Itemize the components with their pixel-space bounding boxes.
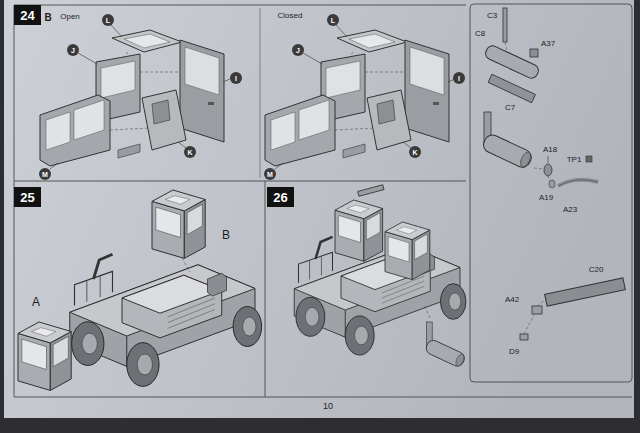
step-number: 25: [14, 187, 41, 207]
callout-letter: J: [296, 46, 300, 55]
subassembly-parts: [548, 156, 549, 163]
step-number: 24: [14, 5, 41, 25]
callout-letter: L: [331, 16, 335, 25]
part-number: C7: [505, 104, 515, 113]
page-ground: [4, 0, 634, 418]
view-label: Open: [60, 13, 80, 22]
view-label: Closed: [278, 12, 303, 21]
step-number-text: 26: [273, 190, 287, 205]
step-24-open: [40, 25, 230, 169]
step-25-illustration: [182, 258, 190, 272]
subassembly-parts: [524, 315, 534, 334]
subassembly-parts: [586, 156, 592, 162]
step-26-illustration: [424, 322, 466, 368]
subassembly-parts: [488, 74, 535, 102]
step-25-illustration: [18, 322, 71, 390]
panel-frames: [260, 8, 261, 178]
step-26-illustration: [294, 237, 466, 355]
part-number: A37: [541, 40, 555, 49]
subassembly-parts: [488, 74, 535, 102]
part-callout: L: [102, 14, 114, 26]
panel-frames: [470, 4, 632, 382]
part-callout: J: [292, 44, 304, 56]
part-callout: K: [409, 146, 421, 158]
part-number: A19: [539, 194, 553, 203]
subassembly-parts: [505, 42, 550, 334]
step-26-illustration: [358, 185, 384, 197]
step-26-illustration: [294, 185, 466, 369]
panel-frames: [14, 5, 466, 6]
callout-letter: M: [267, 170, 273, 179]
subassembly-parts: [534, 168, 543, 169]
callout-letter: M: [42, 170, 48, 179]
step-26-illustration: [385, 222, 430, 280]
part-callout: L: [327, 14, 339, 26]
part-number: A23: [563, 206, 577, 215]
subassembly-parts: [558, 180, 598, 186]
part-number: TP1: [567, 156, 582, 165]
subassembly-parts: [537, 298, 548, 306]
callout-letter: J: [71, 46, 75, 55]
panel-frames: [265, 181, 266, 397]
part-callout: M: [264, 168, 276, 180]
step-26-illustration: [335, 200, 383, 261]
part-callout: I: [453, 72, 465, 84]
subassembly-parts: [532, 306, 542, 314]
step-number-text: 25: [20, 190, 34, 205]
subassembly-parts: [520, 334, 528, 340]
subassembly-parts: [544, 164, 552, 176]
panel-frames: [14, 397, 632, 398]
part-callout: K: [184, 146, 196, 158]
step-24-open: [40, 25, 230, 169]
part-number: C20: [589, 266, 604, 275]
subassembly-parts: [481, 8, 625, 340]
subassembly-parts: [481, 112, 534, 170]
subassembly-parts: [548, 176, 550, 181]
callout-letter: I: [458, 74, 460, 83]
subassembly-letter: B: [44, 12, 51, 23]
callout-letter: K: [412, 148, 417, 157]
step-25-illustration: [70, 254, 262, 386]
step-25-illustration: [72, 346, 82, 352]
subassembly-parts: [558, 180, 598, 186]
step-24-closed: [265, 25, 455, 169]
subassembly-parts: [545, 278, 626, 306]
step-number: 26: [267, 187, 294, 207]
panel-frames: [14, 181, 466, 182]
subassembly-parts: [530, 49, 538, 57]
part-number: C8: [475, 30, 485, 39]
part-callout: M: [39, 168, 51, 180]
part-callout: I: [230, 72, 242, 84]
callout-letter: K: [187, 148, 192, 157]
step-25-illustration: [18, 190, 262, 390]
page-number: 10: [323, 402, 333, 412]
step-25-illustration: [152, 190, 205, 258]
step-24-closed: [265, 25, 455, 169]
step-26-illustration: [358, 185, 384, 197]
subassembly-letter: B: [222, 229, 230, 242]
step-number-text: 24: [20, 8, 34, 23]
panel-frames: [14, 4, 632, 397]
callout-letter: L: [106, 16, 110, 25]
part-number: A18: [543, 146, 557, 155]
part-number: D9: [509, 348, 519, 357]
step-26-illustration: [424, 305, 430, 318]
callout-letter: I: [235, 74, 237, 83]
part-number: C3: [487, 12, 497, 21]
subassembly-parts: [545, 278, 626, 306]
part-callout: J: [67, 44, 79, 56]
subassembly-letter: A: [32, 296, 40, 309]
subassembly-parts: [549, 180, 555, 188]
part-number: A42: [505, 296, 519, 305]
subassembly-parts: [503, 8, 507, 42]
subassembly-parts: [505, 42, 507, 52]
